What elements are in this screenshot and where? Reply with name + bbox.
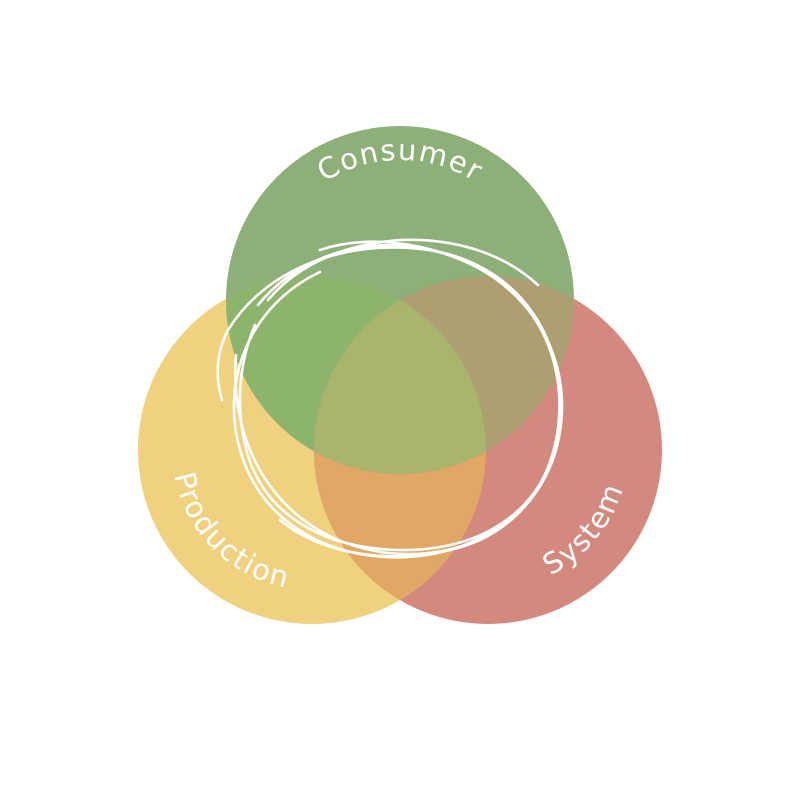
overlap-center [314, 276, 486, 474]
center-scribble-mark [216, 238, 564, 559]
